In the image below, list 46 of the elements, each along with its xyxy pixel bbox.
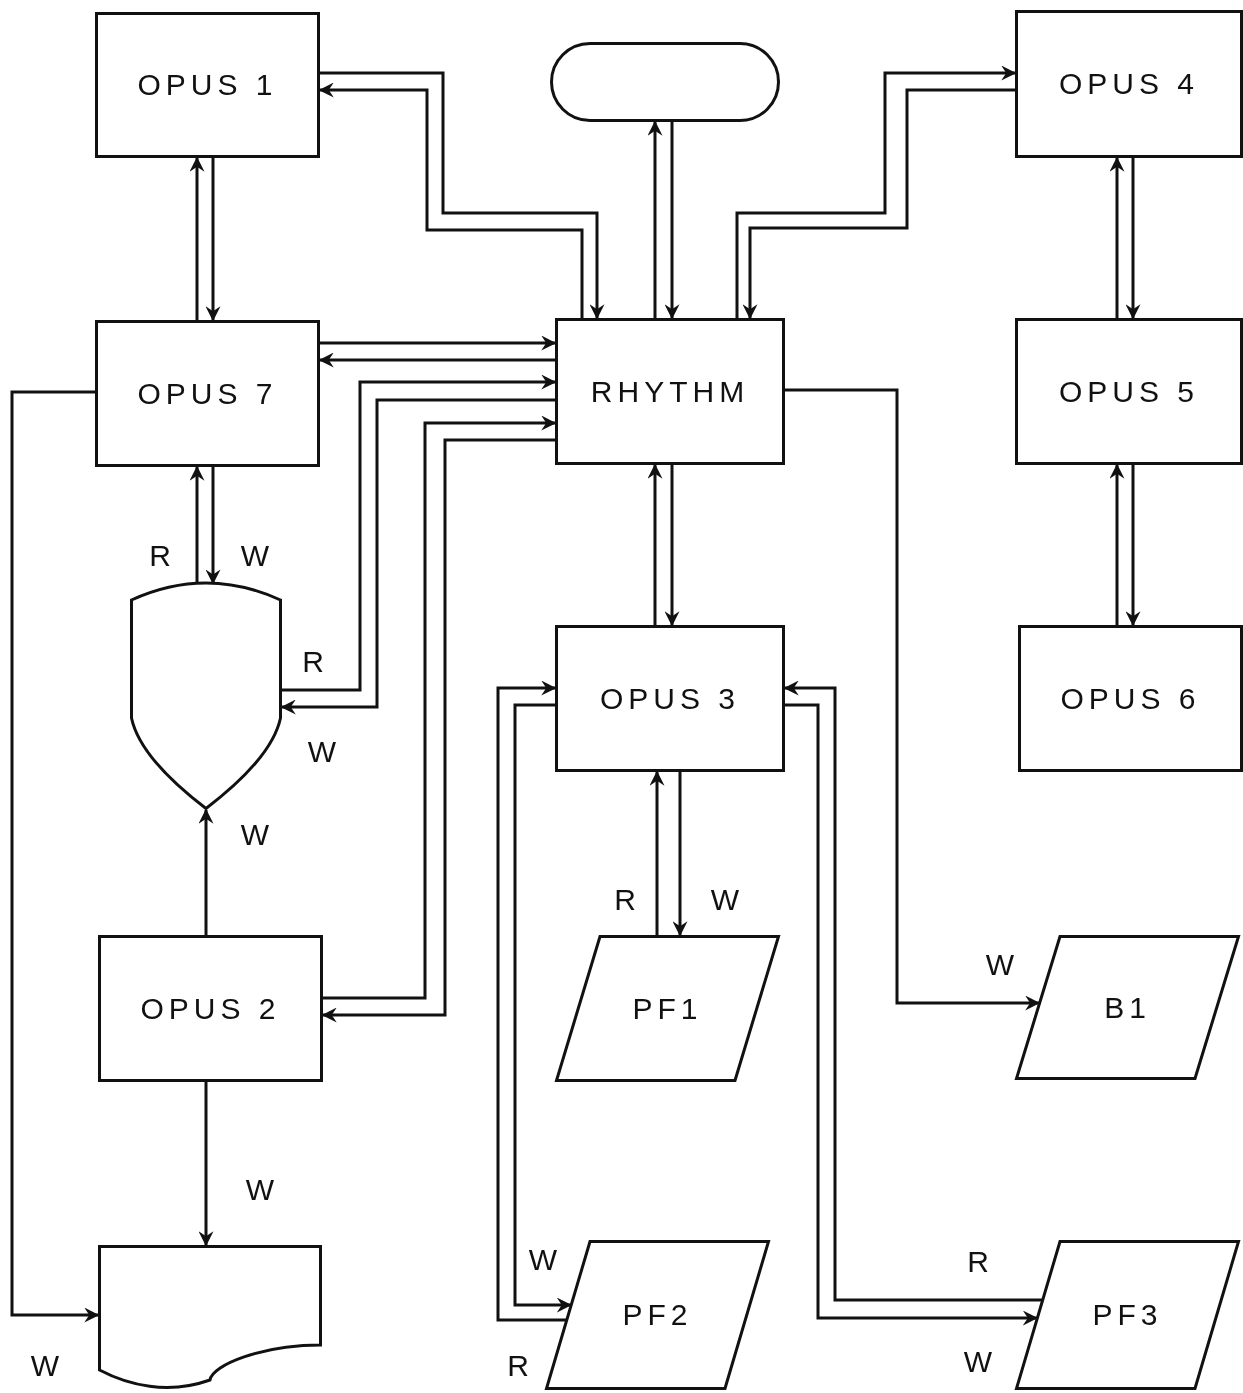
arrow (10, 390, 100, 1323)
arrow (1109, 156, 1125, 318)
process-box: OPUS 1 (95, 12, 320, 158)
arrow (664, 122, 680, 320)
arrow (1125, 465, 1141, 627)
arrow (189, 156, 205, 320)
process-box: OPUS 3 (555, 625, 785, 772)
arrow (496, 680, 566, 1322)
process-box: OPUS 2 (98, 935, 323, 1082)
arrow (664, 465, 680, 627)
edge-label: W (30, 1351, 60, 1381)
arrow (320, 335, 557, 351)
data-parallelogram: PF3 (1015, 1240, 1240, 1390)
arrow (1125, 158, 1141, 320)
arrow (649, 770, 665, 935)
edge-label: W (307, 737, 337, 767)
process-box: OPUS 4 (1015, 10, 1243, 158)
data-parallelogram: B1 (1015, 935, 1240, 1080)
edge-label: W (985, 950, 1015, 980)
data-parallelogram: PF1 (555, 935, 780, 1082)
process-box: RHYTHM (555, 318, 785, 465)
arrow (647, 120, 663, 318)
edge-label: W (240, 541, 270, 571)
arrow (647, 463, 663, 625)
edge-label: W (963, 1347, 993, 1377)
process-box: OPUS 6 (1018, 625, 1243, 772)
arrow (513, 703, 572, 1313)
edge-label: W (240, 820, 270, 850)
arrow (318, 352, 555, 368)
arrow (672, 772, 688, 937)
edge-label: W (710, 885, 740, 915)
arrow (205, 158, 221, 322)
edge-label: R (507, 1351, 529, 1381)
arrow (1109, 463, 1125, 625)
arrow (189, 465, 205, 584)
process-box: OPUS 5 (1015, 318, 1243, 465)
arrow (198, 808, 214, 935)
edge-label: R (614, 885, 636, 915)
document-shape (98, 1245, 322, 1390)
edge-label: W (245, 1175, 275, 1205)
shield-shape (130, 578, 282, 810)
process-box: OPUS 7 (95, 320, 320, 467)
edge-label: R (149, 541, 171, 571)
edge-label: R (302, 647, 324, 677)
arrow (198, 1082, 214, 1247)
edge-label: R (967, 1247, 989, 1277)
